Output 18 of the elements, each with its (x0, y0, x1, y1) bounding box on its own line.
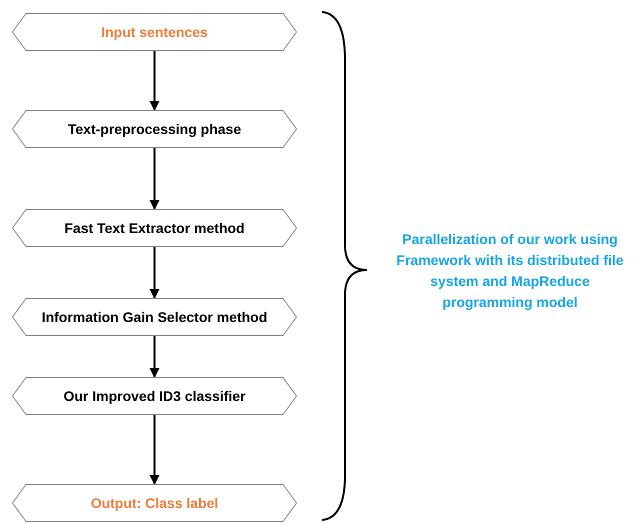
arrow (150, 148, 160, 210)
hexagon-box (12, 377, 297, 415)
arrow (150, 415, 160, 485)
arrow (150, 51, 160, 111)
note-text: Parallelization of our work using Framework with its distributed file system and MapReduce programming model (395, 230, 625, 312)
node-label: Information Gain Selector method (42, 308, 268, 326)
hexagon-box (12, 110, 297, 148)
hexagon-box (12, 209, 297, 247)
node-label: Our Improved ID3 classifier (63, 386, 246, 406)
arrow (150, 247, 160, 299)
hexagon-box (12, 298, 297, 336)
hexagon-box (12, 484, 297, 522)
arrow (150, 336, 160, 378)
node-label: Output: Class label (90, 494, 218, 513)
hexagon-box (12, 13, 297, 51)
node-label: Input sentences (101, 22, 208, 42)
node-label: Fast Text Extractor method (64, 218, 245, 238)
node-label: Text-preprocessing phase (68, 120, 242, 139)
